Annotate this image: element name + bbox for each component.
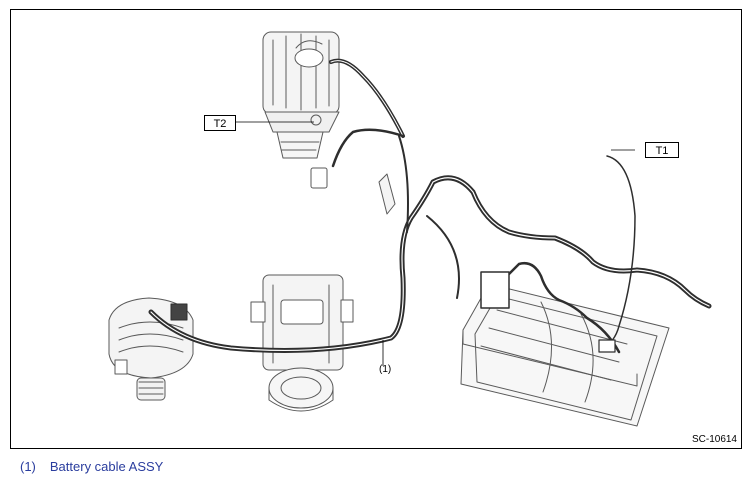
- callout-t2: T2: [204, 115, 236, 131]
- compressor: [250, 274, 354, 412]
- figure-code: SC-10614: [691, 434, 737, 445]
- battery-cable: [148, 58, 712, 354]
- legend-text: Battery cable ASSY: [49, 459, 164, 474]
- diagram-frame: T2 T1 (1) SC-10614: [10, 9, 742, 449]
- callout-t1: T1: [645, 142, 679, 158]
- battery-cable-illustration: [108, 31, 712, 427]
- legend: (1) Battery cable ASSY: [20, 459, 163, 474]
- starter-motor: [262, 31, 340, 159]
- legend-number: (1): [20, 459, 36, 474]
- part-reference-label: (1): [379, 364, 392, 375]
- leader-lines: [226, 121, 635, 366]
